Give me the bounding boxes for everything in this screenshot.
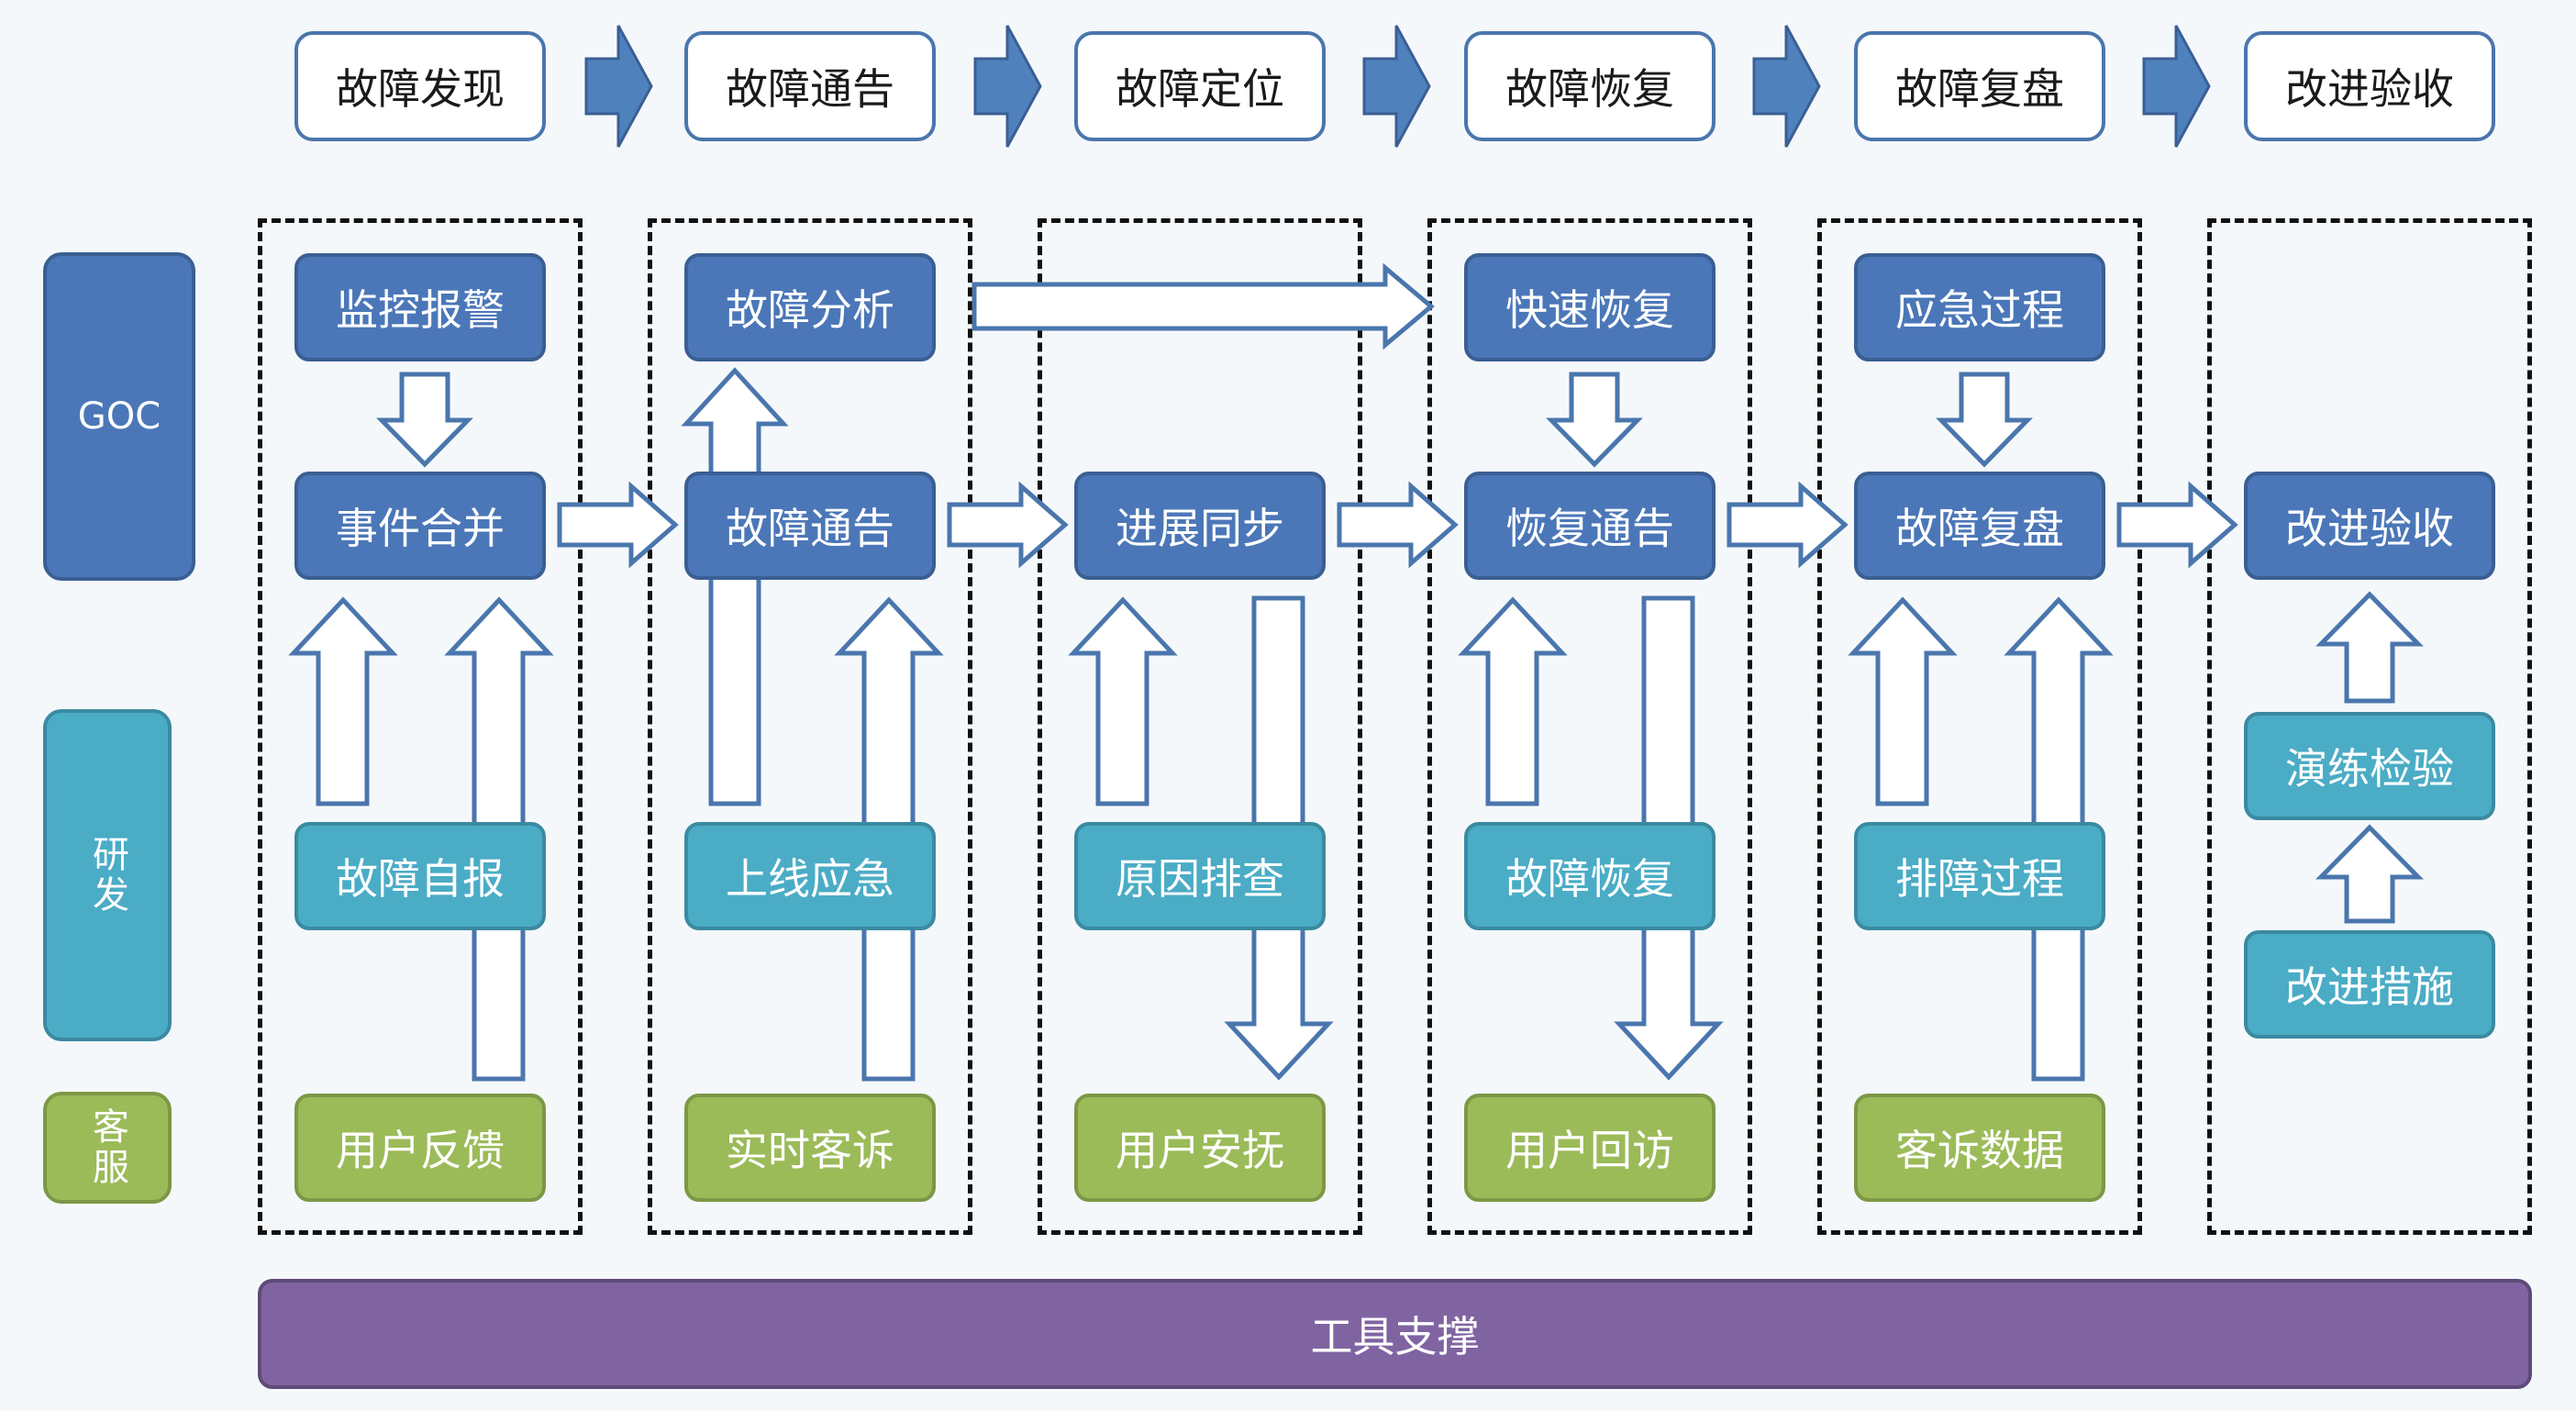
flow-arrow-c1-c2 (557, 481, 679, 569)
phase-zone-6 (2207, 218, 2532, 1235)
flow-arrow-c5-dev-up (1848, 596, 1958, 806)
node-recovery-notice: 恢复通告 (1464, 472, 1715, 580)
node-event-merge: 事件合并 (294, 472, 546, 580)
phase-box-6: 改进验收 (2244, 31, 2495, 141)
flow-arrow-c4-top-down (1546, 372, 1643, 468)
phase-arrow-1 (584, 25, 653, 148)
phase-zone-3 (1038, 218, 1362, 1235)
phase-arrow-2 (973, 25, 1042, 148)
node-troubleshoot-process: 排障过程 (1854, 822, 2105, 930)
node-monitoring-alert: 监控报警 (294, 253, 546, 361)
phase-box-1: 故障发现 (294, 31, 546, 141)
node-quick-recovery: 快速恢复 (1464, 253, 1715, 361)
phase-zone-4 (1427, 218, 1752, 1235)
flow-arrow-c5-c6 (2116, 481, 2238, 569)
flow-arrow-c5-top-down (1936, 372, 2033, 468)
node-user-feedback: 用户反馈 (294, 1094, 546, 1202)
node-emergency-process: 应急过程 (1854, 253, 2105, 361)
tool-support-bar: 工具支撑 (258, 1279, 2532, 1389)
node-user-followup: 用户回访 (1464, 1094, 1715, 1202)
flow-arrow-c4-c5 (1727, 481, 1849, 569)
phase-zone-5 (1817, 218, 2142, 1235)
node-improvement-measures: 改进措施 (2244, 930, 2495, 1039)
lane-label-dev: 研发 (43, 709, 172, 1041)
node-postmortem: 故障复盘 (1854, 472, 2105, 580)
phase-zone-1 (258, 218, 583, 1235)
flow-arrow-c1-top-down (376, 372, 473, 468)
flow-arrow-c2-c3 (947, 481, 1069, 569)
node-complaint-data: 客诉数据 (1854, 1094, 2105, 1202)
flow-arrow-c2-dev-to-analysis (681, 367, 789, 806)
phase-box-4: 故障恢复 (1464, 31, 1715, 141)
phase-arrow-3 (1362, 25, 1431, 148)
phase-arrow-4 (1752, 25, 1821, 148)
phase-box-3: 故障定位 (1074, 31, 1326, 141)
flow-arrow-c1-dev-up (288, 596, 398, 806)
node-progress-sync: 进展同步 (1074, 472, 1326, 580)
node-fault-recovery: 故障恢复 (1464, 822, 1715, 930)
flow-arrow-c4-dev-up (1458, 596, 1568, 806)
flow-arrow-analysis-to-recovery (972, 262, 1435, 350)
flow-arrow-c3-c4 (1337, 481, 1459, 569)
phase-zone-2 (648, 218, 972, 1235)
node-realtime-complaint: 实时客诉 (684, 1094, 936, 1202)
node-root-cause: 原因排查 (1074, 822, 1326, 930)
flow-arrow-c6-drill-up (2315, 591, 2424, 704)
phase-arrow-5 (2142, 25, 2211, 148)
flow-arrow-c6-measure-up (2315, 824, 2424, 924)
phase-box-2: 故障通告 (684, 31, 936, 141)
lane-label-goc: GOC (43, 252, 195, 581)
flow-arrow-c3-dev-up (1068, 596, 1178, 806)
lane-label-cs: 客服 (43, 1092, 172, 1204)
node-drill-verification: 演练检验 (2244, 712, 2495, 820)
node-self-report: 故障自报 (294, 822, 546, 930)
node-fault-notice: 故障通告 (684, 472, 936, 580)
node-improvement-acceptance: 改进验收 (2244, 472, 2495, 580)
node-fault-analysis: 故障分析 (684, 253, 936, 361)
node-online-emergency: 上线应急 (684, 822, 936, 930)
node-user-reassure: 用户安抚 (1074, 1094, 1326, 1202)
phase-box-5: 故障复盘 (1854, 31, 2105, 141)
